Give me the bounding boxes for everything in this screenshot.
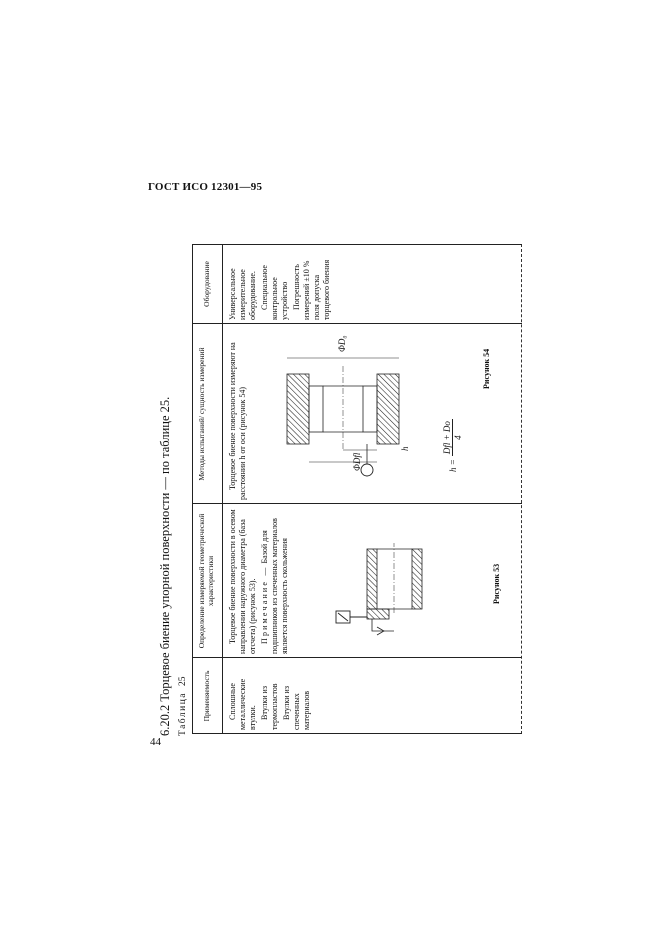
figure-54-drawing	[286, 357, 400, 477]
dim-do-label: ΦD₀	[337, 335, 347, 352]
cell-definition: Торцевое биение поверхности в осевом нап…	[228, 508, 292, 654]
note-label: Примечание —	[260, 565, 269, 644]
method-text: Торцевое биение поверхности измеряют на …	[228, 342, 247, 500]
col-separator-2	[192, 657, 522, 658]
section-title: 6.20.2 Торцевое биение упорной поверхнос…	[158, 396, 172, 736]
col-separator-3	[192, 503, 522, 504]
applicability-item: Сплошные металлические втулки.	[228, 678, 257, 730]
col-separator-4	[192, 323, 522, 324]
definition-note: Примечание — Базой для подшипников из сп…	[260, 508, 290, 654]
cell-method: Торцевое биение поверхности измеряют на …	[228, 328, 250, 500]
table-25: Применяемость Определение измеряемой гео…	[192, 244, 522, 734]
table-top-border	[192, 244, 193, 734]
col-separator-5	[192, 244, 522, 245]
cell-equipment: Универсальное измерительное оборудование…	[228, 248, 334, 320]
rotated-page-content: 6.20.2 Торцевое биение упорной поверхнос…	[158, 238, 523, 738]
applicability-item: Втулки из термопластов	[260, 683, 279, 730]
cell-applicability: Сплошные металлические втулки. Втулки из…	[228, 660, 314, 730]
equipment-item: Универсальное измерительное оборудование…	[228, 268, 257, 320]
header-equipment: Оборудование	[202, 261, 211, 307]
table-bottom-dashed	[521, 244, 522, 734]
figure-54-caption: Рисунок 54	[482, 348, 491, 389]
equipment-item: Погрешность измерений ±10 % поля допуска…	[292, 259, 331, 320]
formula: h = Dfl + Do 4	[442, 419, 463, 472]
definition-text: Торцевое биение поверхности в осевом нап…	[228, 509, 257, 654]
page-number: 44	[150, 736, 161, 748]
formula-lhs: h =	[447, 459, 458, 472]
applicability-item: Втулки из спеченных материалов	[282, 686, 311, 730]
header-applicability: Применяемость	[202, 670, 211, 722]
table-header-separator	[222, 244, 223, 734]
equipment-item: Специальное контрольное устройство	[260, 265, 289, 320]
table-label: Таблица 25	[178, 676, 188, 736]
dim-dfl-label: ΦDfl	[352, 452, 362, 471]
document-header: ГОСТ ИСО 12301—95	[148, 181, 263, 193]
header-definition: Определение измеряемой геометрической ха…	[197, 513, 215, 649]
formula-fraction: Dfl + Do 4	[442, 419, 463, 457]
table-number: 25	[178, 676, 188, 686]
figure-53-drawing	[335, 543, 423, 636]
formula-denominator: 4	[453, 435, 463, 440]
table-label-text: Таблица	[178, 691, 188, 736]
figure-53-caption: Рисунок 53	[492, 563, 501, 604]
col-separator-1	[192, 733, 522, 734]
header-method: Методы испытаний/ сущность измерений	[197, 347, 206, 481]
formula-numerator: Dfl + Do	[442, 419, 453, 457]
dim-h-label: h	[400, 446, 410, 452]
